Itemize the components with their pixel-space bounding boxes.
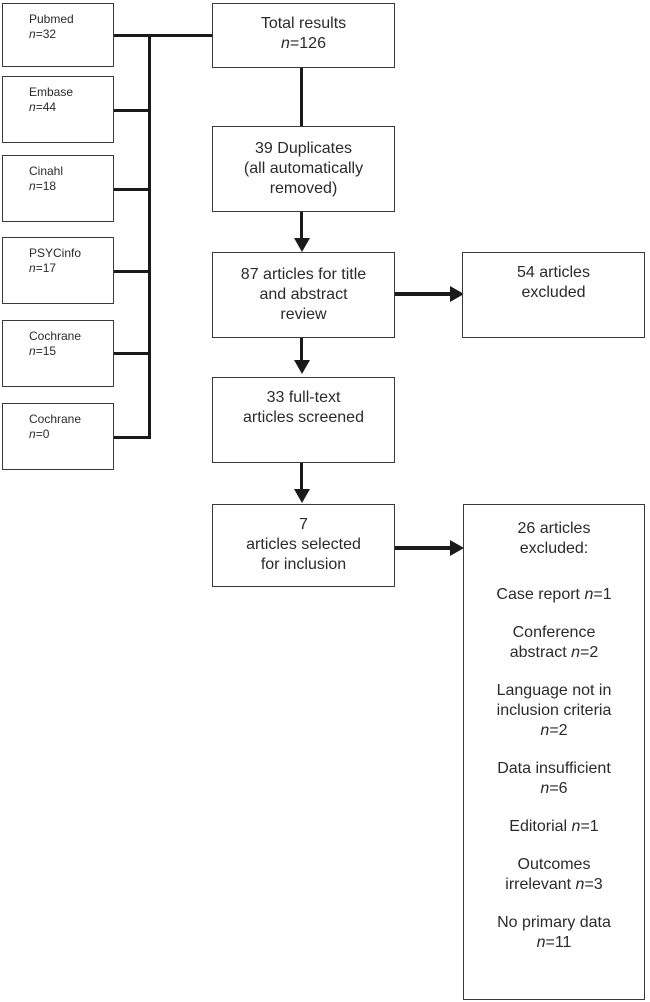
- connector-psycinfo: [114, 270, 150, 273]
- source-name: Cochrane: [29, 412, 82, 426]
- exclusion-reason-no-primary-data: No primary data n=11: [497, 914, 611, 951]
- arrow-review-fulltext-head: [294, 360, 310, 374]
- title-review-line1: 87 articles for title: [240, 266, 367, 283]
- source-count: n=17: [29, 261, 57, 275]
- source-bus: [148, 34, 151, 439]
- exclusion-reason-data-insufficient: Data insufficient n=6: [497, 760, 611, 797]
- connector-cochrane-2: [114, 436, 150, 439]
- arrow-review-excluded-head: [450, 286, 464, 302]
- source-box-pubmed: Pubmed n=32: [2, 3, 114, 67]
- excluded-26-header2: excluded:: [519, 540, 589, 557]
- connector-embase: [114, 109, 150, 112]
- exclusion-reason-editorial: Editorial n=1: [509, 818, 599, 835]
- source-count: n=18: [29, 179, 57, 193]
- title-review-box: 87 articles for title and abstract revie…: [212, 252, 395, 338]
- source-box-cochrane-2: Cochrane n=0: [2, 403, 114, 470]
- source-box-cochrane-1: Cochrane n=15: [2, 320, 114, 387]
- source-count: n=0: [29, 427, 50, 441]
- arrow-fulltext-selected-head: [294, 489, 310, 503]
- duplicates-line2: (all automatically: [243, 160, 364, 177]
- source-name: Embase: [29, 85, 74, 99]
- source-box-psycinfo: PSYCinfo n=17: [2, 237, 114, 304]
- selected-line2: articles selected: [246, 536, 361, 553]
- arrow-review-fulltext-shaft: [300, 338, 303, 362]
- excluded-54-line2: excluded: [521, 284, 586, 301]
- source-count: n=15: [29, 344, 57, 358]
- exclusion-reason-case-report: Case report n=1: [496, 586, 612, 603]
- exclusion-reason-conference: Conference abstract n=2: [509, 624, 599, 661]
- arrow-selected-excluded-shaft: [395, 546, 451, 550]
- connector-to-total: [148, 34, 213, 37]
- duplicates-line1: 39 Duplicates: [255, 140, 352, 157]
- total-results-label: Total results: [260, 15, 347, 32]
- excluded-26-box: 26 articles excluded: Case report n=1 Co…: [463, 504, 645, 1000]
- fulltext-line2: articles screened: [243, 409, 364, 426]
- duplicates-line3: removed): [269, 180, 338, 197]
- total-results-box: Total results n=126: [212, 3, 395, 68]
- selected-box: 7 articles selected for inclusion: [212, 504, 395, 587]
- excluded-54-line1: 54 articles: [517, 264, 590, 281]
- source-box-cinahl: Cinahl n=18: [2, 155, 114, 222]
- excluded-54-box: 54 articles excluded: [462, 252, 645, 338]
- title-review-line3: review: [280, 306, 327, 323]
- source-count: n=32: [29, 27, 57, 41]
- exclusion-reason-language: Language not in inclusion criteria n=2: [496, 682, 612, 739]
- selected-line3: for inclusion: [260, 556, 347, 573]
- duplicates-box: 39 Duplicates (all automatically removed…: [212, 126, 395, 212]
- exclusion-reason-outcomes: Outcomes irrelevant n=3: [505, 856, 603, 893]
- arrow-duplicates-review-shaft: [300, 212, 303, 240]
- source-name: Pubmed: [29, 12, 74, 26]
- arrow-duplicates-review-head: [294, 238, 310, 252]
- arrow-selected-excluded-head: [450, 540, 464, 556]
- fulltext-line1: 33 full-text: [266, 389, 341, 406]
- arrow-fulltext-selected-shaft: [300, 463, 303, 491]
- source-name: Cochrane: [29, 329, 82, 343]
- connector-cochrane-1: [114, 352, 150, 355]
- selected-line1: 7: [299, 516, 308, 533]
- source-name: Cinahl: [29, 164, 64, 178]
- source-count: n=44: [29, 100, 57, 114]
- total-results-count: n=126: [281, 35, 326, 52]
- arrow-review-excluded-shaft: [395, 292, 451, 296]
- source-box-embase: Embase n=44: [2, 76, 114, 143]
- fulltext-box: 33 full-text articles screened: [212, 377, 395, 463]
- excluded-26-header1: 26 articles: [517, 520, 591, 537]
- connector-pubmed: [114, 34, 150, 37]
- connector-total-duplicates: [300, 68, 303, 126]
- source-name: PSYCinfo: [29, 246, 82, 260]
- title-review-line2: and abstract: [259, 286, 348, 303]
- connector-cinahl: [114, 188, 150, 191]
